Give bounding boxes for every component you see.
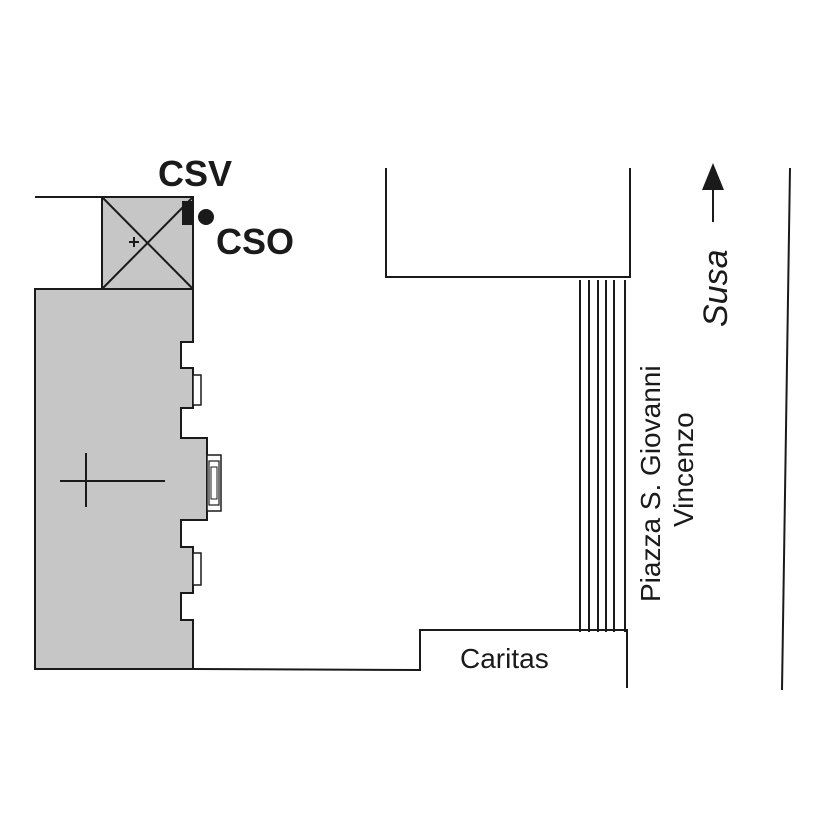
label-cso: CSO xyxy=(216,221,294,262)
circle-marker-icon xyxy=(198,209,214,225)
bell-tower xyxy=(101,196,194,290)
label-street: Susa xyxy=(697,250,735,328)
arrow-up-icon xyxy=(702,163,724,222)
label-csv: CSV xyxy=(158,153,232,194)
church-building xyxy=(34,288,208,670)
label-piazza-line2: Vincenzo xyxy=(668,412,699,527)
label-caritas: Caritas xyxy=(460,643,549,674)
main-entrance xyxy=(206,454,222,512)
square-marker-icon xyxy=(182,201,194,225)
street-edge xyxy=(781,167,791,691)
side-door-lower xyxy=(192,552,202,586)
steps xyxy=(579,280,626,632)
side-door-upper xyxy=(192,374,202,406)
latin-cross-icon xyxy=(60,453,165,507)
building-north xyxy=(385,168,631,278)
square-south-boundary xyxy=(192,629,628,688)
label-piazza-line1: Piazza S. Giovanni xyxy=(635,365,666,602)
